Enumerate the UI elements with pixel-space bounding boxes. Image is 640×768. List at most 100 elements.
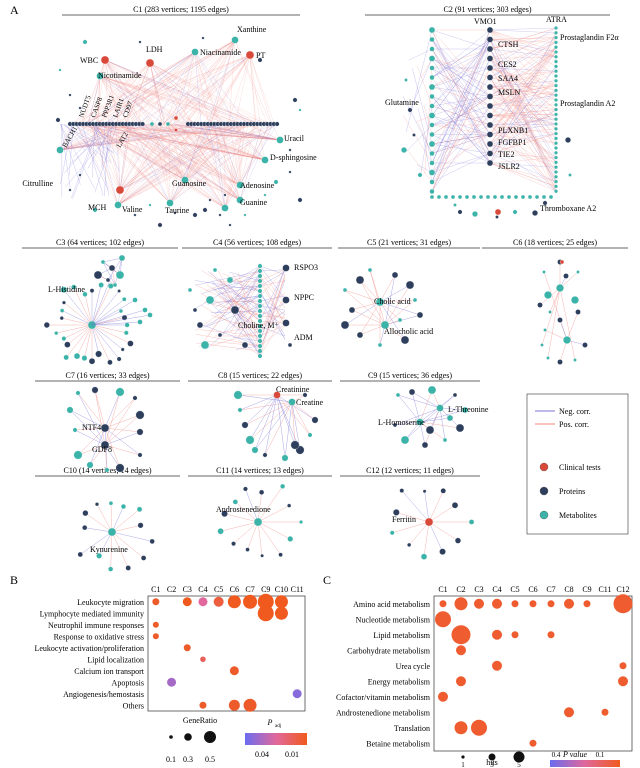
protein-node [89,288,95,293]
edge [489,85,557,88]
edge [91,317,125,326]
edge [379,284,411,303]
metabolite-node [243,213,247,217]
edge [187,123,241,186]
edge [489,77,557,182]
edge [99,75,237,125]
edge [489,85,557,97]
edge [224,123,249,209]
node-label: NPPC [294,293,314,302]
edge [489,95,557,145]
edge [489,29,557,33]
row-label: Translation [394,724,430,733]
edge [489,143,557,192]
edge [211,123,241,201]
node-label: GDF8 [92,445,112,454]
edge [88,123,281,141]
metabolite-node [412,297,418,303]
protein-node [192,307,198,313]
node-label: L-Histidine [48,285,85,294]
edge [194,51,237,125]
edge [136,123,241,186]
edge [59,123,74,151]
edge [75,123,121,191]
edge [93,123,266,161]
edge [344,289,386,326]
edge [233,300,261,322]
metabolite-node [58,68,62,72]
metabolite-node [257,338,263,344]
edge [141,123,186,181]
edge [104,59,155,125]
edge [76,324,93,357]
edge [111,531,153,542]
edge [160,123,171,204]
metabolite-node [200,340,210,350]
edge [111,506,124,533]
edge [119,123,213,191]
edge [99,75,257,125]
metabolite-node [96,72,104,80]
edge [489,96,557,163]
edge [174,123,281,141]
edge [95,54,251,125]
edge [199,265,261,348]
metabolite-node [81,355,88,361]
edge [489,75,557,154]
edge [489,37,557,135]
metabolite-node [114,201,122,209]
edge [125,62,151,125]
edge [59,123,121,151]
metabolite-node [513,194,519,200]
edge [489,47,557,88]
edge [149,62,227,125]
edge [119,123,204,191]
edge [224,123,245,209]
clinical-node [494,208,502,216]
edge [419,421,426,446]
protein-node [440,488,446,494]
edge [237,394,293,403]
edge [431,29,491,183]
enrichment-dot [438,691,448,702]
legend-pos-label: Pos. corr. [559,420,589,429]
enrichment-dot [456,645,466,656]
metabolite-node [191,48,199,56]
enrichment-dot [183,644,191,652]
edge [169,123,241,201]
edge [117,123,226,209]
edge [489,56,557,59]
protein-node [399,488,405,493]
protein-node [88,358,96,365]
edge [91,123,226,209]
column-label: C5 [510,585,519,594]
edge [102,39,236,125]
metabolite-node [147,312,153,318]
edge [233,123,266,161]
protein-node [486,112,494,119]
edge [217,285,261,295]
edge [119,123,129,191]
edge [80,54,251,125]
network-legend: Neg. corr. Pos. corr. Clinical tests Pro… [526,393,629,535]
edge [166,123,226,209]
metabolite-node [257,278,263,284]
edge [142,123,241,186]
edge [104,444,108,471]
edge [91,321,141,326]
edge [150,123,226,209]
node-label: MCH [88,203,106,212]
metabolite-node [253,517,263,527]
edge [98,123,226,209]
edge [489,86,557,101]
edge [489,32,557,164]
edge [92,123,266,161]
edge [489,124,557,144]
edge [77,444,106,456]
edge [210,39,236,125]
metabolite-node [92,207,98,213]
edge [211,54,251,125]
metabolite-node [96,552,103,559]
protein-node [78,106,82,110]
